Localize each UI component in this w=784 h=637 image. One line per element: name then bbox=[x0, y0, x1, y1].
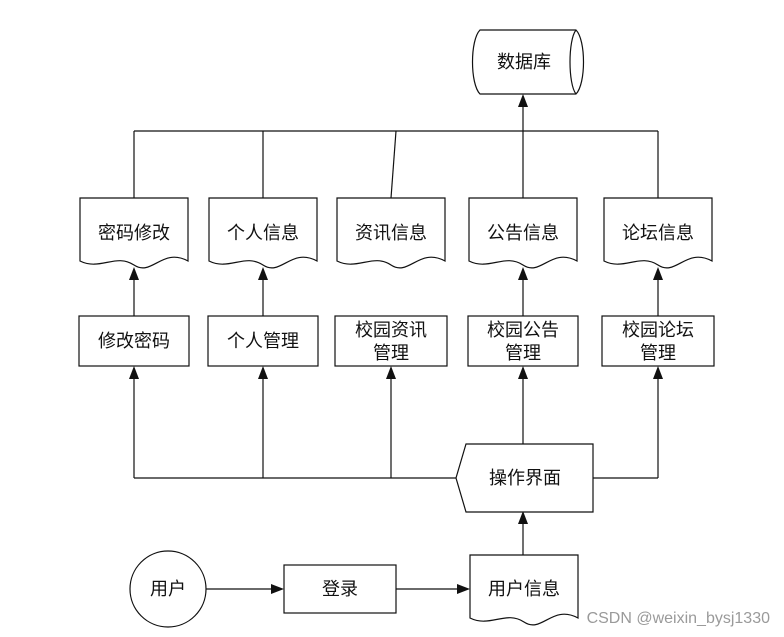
arrowhead-to-userinfo bbox=[457, 584, 470, 594]
watermark: CSDN @weixin_bysj1330 bbox=[587, 610, 771, 627]
document-nodes: 密码修改 个人信息 资讯信息 公告信息 论坛信息 bbox=[79, 197, 713, 269]
arrowhead-to-process4 bbox=[518, 366, 528, 379]
arrowhead-to-process3 bbox=[386, 366, 396, 379]
arrowhead-to-interface bbox=[518, 511, 528, 524]
process-campus-forum-management: 校园论坛 管理 bbox=[601, 315, 715, 367]
connectors bbox=[133, 105, 659, 590]
arrowhead-to-doc1 bbox=[129, 267, 139, 280]
arrowhead-to-doc5 bbox=[653, 267, 663, 280]
document-label: 论坛信息 bbox=[622, 223, 694, 244]
user-label: 用户 bbox=[150, 579, 186, 600]
process-personal-management: 个人管理 bbox=[207, 315, 319, 367]
document-label: 资讯信息 bbox=[355, 223, 427, 244]
process-label-line1: 校园资讯 bbox=[355, 320, 427, 341]
document-forum-info: 论坛信息 bbox=[603, 197, 713, 269]
document-notice-info: 公告信息 bbox=[468, 197, 578, 269]
arrowhead-to-process5 bbox=[653, 366, 663, 379]
process-label-line2: 管理 bbox=[373, 343, 409, 364]
process-label: 个人管理 bbox=[227, 331, 299, 352]
process-label-line1: 校园论坛 bbox=[622, 320, 694, 341]
document-label: 个人信息 bbox=[227, 223, 299, 244]
interface-label: 操作界面 bbox=[489, 468, 561, 489]
process-label-line2: 管理 bbox=[505, 343, 541, 364]
process-nodes: 修改密码 个人管理 校园资讯 管理 校园公告 管理 校园论坛 管理 bbox=[78, 315, 715, 367]
document-password-change: 密码修改 bbox=[79, 197, 189, 269]
process-label-line2: 管理 bbox=[640, 343, 676, 364]
process-label: 修改密码 bbox=[98, 331, 170, 352]
arrowhead-to-process1 bbox=[129, 366, 139, 379]
arrowheads bbox=[129, 94, 663, 594]
login-node: 登录 bbox=[283, 564, 397, 614]
document-label: 公告信息 bbox=[487, 223, 559, 244]
login-label: 登录 bbox=[322, 579, 358, 600]
database-node: 数据库 bbox=[471, 29, 585, 95]
process-change-password: 修改密码 bbox=[78, 315, 190, 367]
database-label: 数据库 bbox=[497, 52, 551, 73]
document-personal-info: 个人信息 bbox=[208, 197, 318, 269]
document-news-info: 资讯信息 bbox=[336, 197, 446, 269]
document-label: 密码修改 bbox=[98, 223, 170, 244]
process-campus-notice-management: 校园公告 管理 bbox=[467, 315, 579, 367]
user-node: 用户 bbox=[129, 550, 207, 628]
bus-drop-3 bbox=[390, 130, 397, 199]
process-campus-news-management: 校园资讯 管理 bbox=[334, 315, 448, 367]
arrowhead-to-login bbox=[271, 584, 284, 594]
interface-node: 操作界面 bbox=[455, 443, 594, 513]
arrowhead-to-doc4 bbox=[518, 267, 528, 280]
process-label-line1: 校园公告 bbox=[487, 320, 559, 341]
arrowhead-to-doc2 bbox=[258, 267, 268, 280]
arrowhead-to-process2 bbox=[258, 366, 268, 379]
arrowhead-to-database bbox=[518, 94, 528, 107]
user-info-label: 用户信息 bbox=[488, 579, 560, 600]
user-info-node: 用户信息 bbox=[469, 554, 579, 626]
